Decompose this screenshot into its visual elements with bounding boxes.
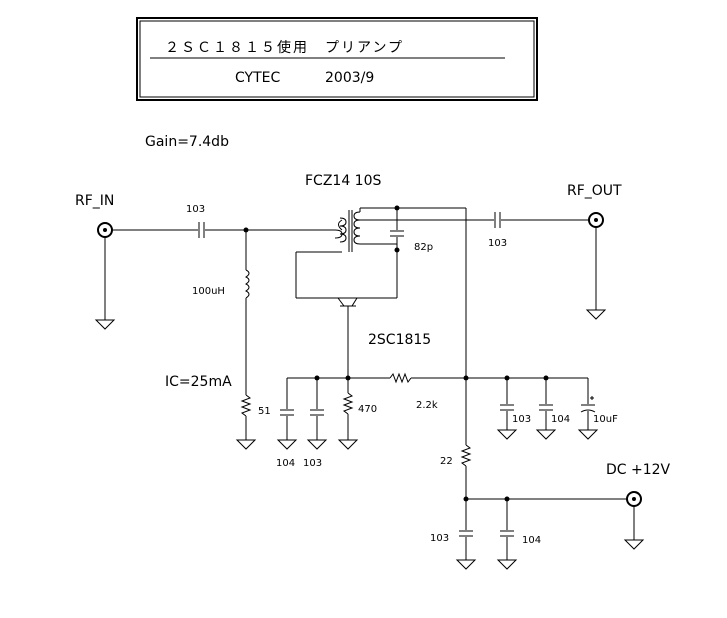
supply-cap-104-value: 104 [522,535,541,546]
ground-rf-in [94,319,116,330]
output-capacitor [494,212,501,228]
gain-text: Gain=7.4db [145,134,229,150]
supply-cap-104 [500,530,514,537]
rf-in-connector [97,222,113,320]
decouple-cap-104-value: 104 [551,414,570,425]
tank-cap-value: 82p [414,242,433,253]
electrolytic-cap-value: 10uF [593,414,618,425]
resistor-470-value: 470 [358,404,377,415]
transformer-label: FCZ14 10S [305,173,381,189]
decouple-cap-103 [500,404,514,411]
resistor-22 [460,444,472,467]
title-block: ２ＳＣ１８１５使用 プリアンプ CYTEC 2003/9 [136,17,538,101]
input-cap-value: 103 [186,204,205,215]
supply-cap-103 [459,530,473,537]
rf-out-connector [585,212,607,320]
resistor-51 [240,394,252,417]
rf-out-label: RF_OUT [567,183,622,199]
supply-cap-103-value: 103 [430,533,449,544]
electrolytic-cap-10uf [580,396,596,413]
resistor-51-value: 51 [258,406,271,417]
author-text: CYTEC [235,70,280,86]
transformer [334,210,361,252]
ground-51 [235,439,257,450]
output-cap-value: 103 [488,238,507,249]
decouple-cap-104 [539,404,553,411]
resistor-22-value: 22 [440,456,453,467]
decouple-cap-103-value: 103 [512,414,531,425]
emitter-cap-103-value: 103 [303,458,322,469]
transistor-label: 2SC1815 [368,332,431,348]
title-text: ２ＳＣ１８１５使用 プリアンプ [165,39,404,56]
dc-label: DC +12V [606,462,671,478]
emitter-cap-103 [310,409,324,416]
resistor-2k2-value: 2.2k [416,400,438,411]
choke-value: 100uH [192,286,225,297]
date-text: 2003/9 [325,70,374,86]
emitter-cap-104-value: 104 [276,458,295,469]
ic-label: IC=25mA [165,374,232,390]
choke-inductor [245,269,250,299]
tank-capacitor [390,230,404,237]
transistor-2sc1815 [337,297,397,378]
rf-in-label: RF_IN [75,193,114,209]
input-capacitor [198,222,205,238]
resistor-470 [342,392,354,415]
resistor-2k2 [389,372,412,384]
dc-connector [623,491,645,550]
emitter-cap-104 [280,409,294,416]
